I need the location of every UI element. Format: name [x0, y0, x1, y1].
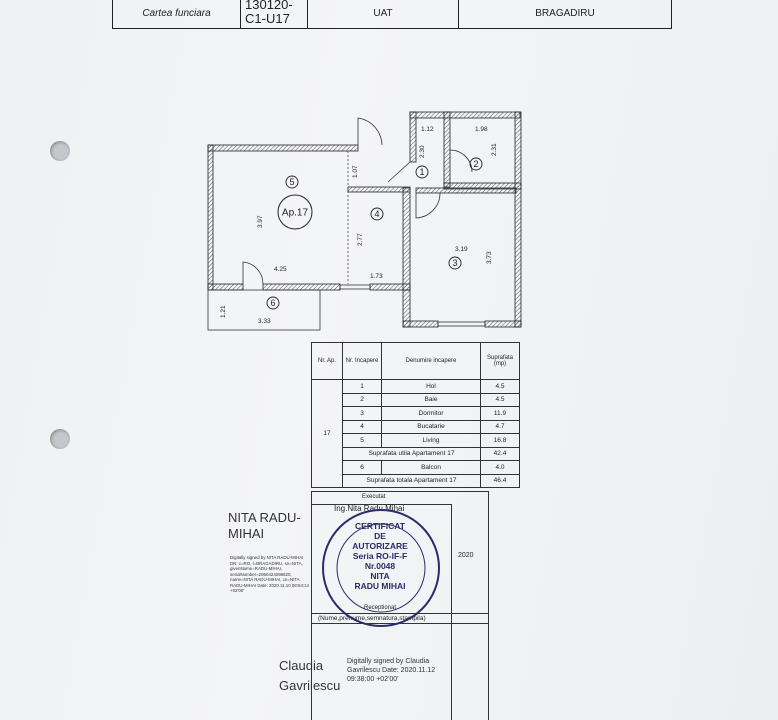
received-label: Receptionat [364, 605, 397, 611]
useful-area-value: 42.4 [480, 446, 520, 461]
room-name-cell: Baie [381, 392, 481, 407]
room-name-cell: Bucatarie [381, 419, 481, 434]
room-name-cell: Balcon [381, 460, 481, 475]
dim-dormitor-height: 3.73 [486, 251, 493, 264]
room-5-circle [285, 175, 299, 189]
room-no-cell: 1 [342, 379, 382, 394]
punch-hole-bottom [50, 429, 70, 449]
balcony-row: 6 Balcon 4.0 [312, 460, 520, 475]
apartment-circle [277, 194, 313, 230]
stamp-line: DE [374, 531, 386, 541]
th-surface: Suprafata (mp) [480, 342, 520, 380]
room-area-cell: 4.5 [480, 392, 520, 407]
total-area-value: 46.4 [480, 473, 520, 488]
dim-balcon-height: 1.21 [220, 305, 227, 318]
room-area-cell: 16.8 [480, 433, 520, 448]
cadastral-number-line1: 130120- [245, 0, 293, 12]
windows [339, 284, 486, 327]
stamp-text: CERTIFICAT DE AUTORIZARE Seria RO-IF-F N… [330, 521, 430, 591]
room-name-cell: Hol [381, 379, 481, 394]
dim-baie-height: 2.31 [491, 143, 498, 156]
uat-label: UAT [308, 0, 459, 28]
dimension-labels: 1.12 2.30 1.98 2.31 1.07 3.97 2.77 4.25 … [220, 126, 498, 325]
digital-signature-1-name: NITA RADU-MIHAI [228, 510, 301, 541]
room-6-circle [266, 296, 280, 310]
dim-living-height: 3.97 [257, 215, 264, 228]
th-apartment-no: Nr. Ap. [311, 342, 343, 380]
stamp-line: RADU MIHAI [354, 581, 406, 591]
room-2-number: 2 [473, 159, 478, 169]
th-room-no: Nr. Incapere [342, 342, 382, 380]
room-no-cell: 6 [342, 460, 382, 475]
dim-baie-width: 1.98 [475, 126, 488, 133]
dim-dormitor-width: 3.19 [455, 246, 468, 253]
apartment-number-cell: 17 [311, 379, 343, 488]
balcony-outline [207, 289, 321, 331]
room-area-cell: 4.5 [480, 379, 520, 394]
room-no-cell: 3 [342, 406, 382, 421]
dim-hol-width: 1.12 [421, 126, 434, 133]
authorization-stamp [322, 509, 440, 627]
useful-area-row: Suprafata utila Apartament 17 42.4 [312, 446, 520, 461]
dim-living-width: 4.25 [274, 266, 287, 273]
digital-signature-2-name: Claudia Gavrilescu [279, 658, 341, 693]
surface-table: Nr. Ap. Nr. Incapere Denumire incapere S… [311, 342, 520, 488]
cadastral-number: 130120- C1-U17 [241, 0, 308, 28]
th-room-name: Denumire incapere [381, 342, 481, 380]
useful-area-label: Suprafata utila Apartament 17 [342, 446, 481, 461]
cadastral-number-line2: C1-U17 [245, 11, 290, 26]
stamp-line: Seria RO-IF-F [352, 551, 408, 561]
dim-bucatarie-height: 2.77 [357, 233, 364, 246]
room-no-cell: 4 [342, 419, 382, 434]
signature-block: Executat Ing.Nita Radu Mihai 2020 Recept… [311, 491, 489, 720]
room-name-cell: Dormitor [381, 406, 481, 421]
stamp-line: Nr.0048 [364, 561, 396, 571]
room-area-cell: 4.0 [480, 460, 520, 475]
digital-signature-2-details: Digitally signed by Claudia Gavrilescu D… [347, 658, 436, 683]
table-row: 4 Bucatarie 4.7 [312, 419, 520, 434]
executed-label: Executat [362, 494, 386, 500]
stamp-line: NITA [370, 571, 390, 581]
table-row: 17 1 Hol 4.5 [311, 379, 520, 488]
dim-hol-height: 2.30 [419, 145, 426, 158]
table-row: 3 Dormitor 11.9 [312, 406, 520, 421]
table-row: 2 Baie 4.5 [312, 392, 520, 407]
engineer-name: Ing.Nita Radu Mihai [334, 504, 405, 513]
room-3-circle [448, 256, 462, 270]
room-6-number: 6 [270, 298, 275, 308]
punch-hole-top [50, 141, 70, 161]
room-2-circle [469, 157, 483, 171]
dim-bucatarie-width: 1.73 [370, 273, 383, 280]
stamp-line: CERTIFICAT [355, 521, 405, 531]
room-5-number: 5 [289, 177, 294, 187]
room-4-circle [370, 207, 384, 221]
room-name-cell: Living [381, 433, 481, 448]
table-row: 5 Living 16.8 [312, 433, 520, 448]
year: 2020 [458, 552, 474, 559]
dim-balcon-width: 3.33 [258, 318, 271, 325]
room-1-circle [415, 165, 429, 179]
room-area-cell: 11.9 [480, 406, 520, 421]
stamp-line: AUTORIZARE [352, 541, 408, 551]
room-1-number: 1 [419, 167, 424, 177]
walls [207, 111, 522, 328]
door-swings [242, 117, 473, 285]
room-3-number: 3 [452, 258, 457, 268]
name-signature-label: (Nume,prenume,semnatura,stampila) [318, 615, 426, 622]
header-table: Cartea funciara 130120- C1-U17 UAT BRAGA… [112, 0, 672, 29]
room-4-number: 4 [374, 209, 379, 219]
land-book-label: Cartea funciara [113, 0, 241, 28]
digital-signature-1-details: Digitally signed by NITA RADU-MIHAI DN: … [230, 555, 309, 593]
total-area-label: Suprafata totala Apartament 17 [342, 473, 481, 488]
apartment-label: Ap.17 [282, 208, 309, 219]
dim-door-width: 1.07 [352, 165, 359, 178]
uat-value: BRAGADIRU [535, 7, 595, 19]
room-no-cell: 5 [342, 433, 382, 448]
room-no-cell: 2 [342, 392, 382, 407]
room-area-cell: 4.7 [480, 419, 520, 434]
total-area-row: Suprafata totala Apartament 17 46.4 [312, 473, 520, 488]
